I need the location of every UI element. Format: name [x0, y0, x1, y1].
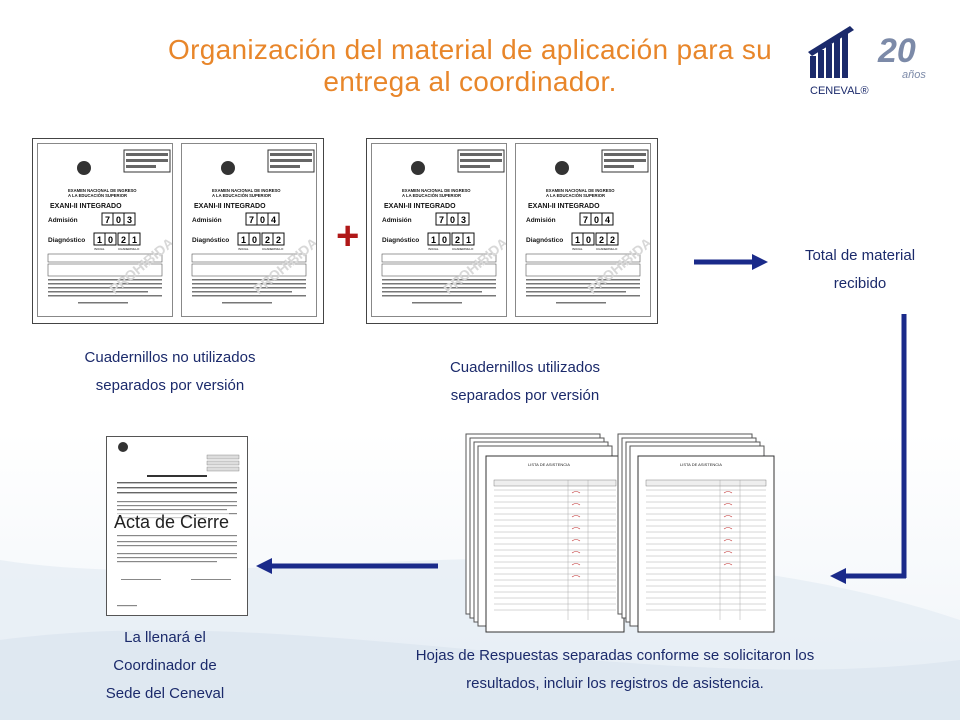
slide-title: Organización del material de aplicación …	[120, 34, 820, 98]
answer-sheets-image: LISTA DE ASISTENCIA LISTA DE ASISTENCIA	[465, 433, 775, 633]
svg-text:1: 1	[466, 235, 471, 245]
caption-answer-sheets: Hojas de Respuestas separadas conforme s…	[415, 647, 815, 692]
svg-text:INICIAL: INICIAL	[238, 247, 249, 251]
arrow-down-left-icon	[830, 314, 907, 584]
svg-text:1: 1	[241, 235, 246, 245]
svg-text:EXANI-II INTEGRADO: EXANI-II INTEGRADO	[384, 203, 456, 210]
svg-text:0: 0	[116, 215, 121, 225]
svg-text:2: 2	[599, 235, 604, 245]
svg-text:A LA EDUCACIÓN SUPERIOR: A LA EDUCACIÓN SUPERIOR	[546, 193, 605, 198]
booklet-logo-icon	[77, 161, 91, 175]
svg-text:0: 0	[260, 215, 265, 225]
svg-text:Diagnóstico: Diagnóstico	[382, 237, 419, 244]
svg-text:INICIAL: INICIAL	[428, 247, 439, 251]
ceneval-emblem-icon	[808, 26, 854, 78]
svg-text:EXANI-II INTEGRADO: EXANI-II INTEGRADO	[194, 203, 266, 210]
title-line-2: entrega al coordinador.	[323, 66, 617, 97]
svg-text:7: 7	[583, 215, 588, 225]
booklet-logo-icon	[555, 161, 569, 175]
svg-text:4: 4	[271, 215, 276, 225]
svg-text:LISTA DE ASISTENCIA: LISTA DE ASISTENCIA	[680, 462, 722, 467]
svg-text:EXAMEN NACIONAL DE INGRESO: EXAMEN NACIONAL DE INGRESO	[212, 188, 281, 193]
svg-text:A LA EDUCACIÓN SUPERIOR: A LA EDUCACIÓN SUPERIOR	[402, 193, 461, 198]
anniversary-number: 20	[877, 32, 916, 70]
svg-text:Admisión: Admisión	[526, 217, 556, 224]
caption-coordinator: La llenará el Coordinador de Sede del Ce…	[105, 629, 225, 702]
answer-sheet-stack-left: LISTA DE ASISTENCIA	[465, 433, 625, 633]
caption-used-booklets: Cuadernillos utilizados separados por ve…	[449, 359, 601, 404]
caption-unused-booklets: Cuadernillos no utilizados separados por…	[84, 349, 256, 394]
svg-text:1: 1	[97, 235, 102, 245]
svg-text:7: 7	[105, 215, 110, 225]
svg-text:7: 7	[439, 215, 444, 225]
anniversary-sub: años	[902, 69, 926, 81]
booklet-version-b: EXAMEN NACIONAL DE INGRESO A LA EDUCACIÓ…	[515, 143, 655, 317]
booklet-logo-icon	[411, 161, 425, 175]
svg-text:Admisión: Admisión	[382, 217, 412, 224]
svg-text:EXAMEN NACIONAL DE INGRESO: EXAMEN NACIONAL DE INGRESO	[546, 188, 615, 193]
document-logo-icon	[118, 442, 128, 452]
svg-text:Admisión: Admisión	[192, 217, 222, 224]
svg-text:4: 4	[605, 215, 610, 225]
svg-text:Admisión: Admisión	[48, 217, 78, 224]
svg-text:INICIAL: INICIAL	[572, 247, 583, 251]
svg-text:1: 1	[575, 235, 580, 245]
acta-de-cierre-label: Acta de Cierre	[114, 512, 230, 533]
svg-text:0: 0	[442, 235, 447, 245]
svg-text:1: 1	[431, 235, 436, 245]
svg-text:EXAMEN NACIONAL DE INGRESO: EXAMEN NACIONAL DE INGRESO	[68, 188, 137, 193]
booklet-version-b: EXAMEN NACIONAL DE INGRESO A LA EDUCACIÓ…	[181, 143, 321, 317]
caption-total-material: Total de material recibido	[804, 247, 916, 292]
booklet-version-a: EXAMEN NACIONAL DE INGRESO A LA EDUCACIÓ…	[371, 143, 511, 317]
svg-text:A LA EDUCACIÓN SUPERIOR: A LA EDUCACIÓN SUPERIOR	[68, 193, 127, 198]
ceneval-logo: 20 años CENEVAL®	[808, 26, 926, 97]
answer-sheet-stack-right: LISTA DE ASISTENCIA	[617, 433, 775, 633]
unused-booklets-image: EXAMEN NACIONAL DE INGRESO A LA EDUCACIÓ…	[32, 138, 324, 324]
svg-text:Diagnóstico: Diagnóstico	[48, 237, 85, 244]
svg-text:CUADERNILLO: CUADERNILLO	[452, 247, 474, 251]
svg-text:EXANI-II INTEGRADO: EXANI-II INTEGRADO	[50, 203, 122, 210]
svg-text:0: 0	[108, 235, 113, 245]
svg-text:0: 0	[450, 215, 455, 225]
used-booklets-image: EXAMEN NACIONAL DE INGRESO A LA EDUCACIÓ…	[366, 138, 658, 324]
svg-text:3: 3	[461, 215, 466, 225]
arrow-right-icon	[694, 254, 768, 270]
svg-text:CUADERNILLO: CUADERNILLO	[262, 247, 284, 251]
booklet-version-a: EXAMEN NACIONAL DE INGRESO A LA EDUCACIÓ…	[37, 143, 177, 317]
svg-text:0: 0	[594, 215, 599, 225]
svg-text:CUADERNILLO: CUADERNILLO	[118, 247, 140, 251]
svg-text:Diagnóstico: Diagnóstico	[192, 237, 229, 244]
svg-text:0: 0	[586, 235, 591, 245]
svg-text:INICIAL: INICIAL	[94, 247, 105, 251]
brand-name: CENEVAL®	[810, 85, 869, 97]
plus-sign: +	[336, 214, 360, 258]
svg-text:3: 3	[127, 215, 132, 225]
svg-text:2: 2	[276, 235, 281, 245]
svg-text:7: 7	[249, 215, 254, 225]
svg-text:Diagnóstico: Diagnóstico	[526, 237, 563, 244]
svg-text:EXANI-II INTEGRADO: EXANI-II INTEGRADO	[528, 203, 600, 210]
svg-text:1: 1	[132, 235, 137, 245]
svg-text:2: 2	[265, 235, 270, 245]
svg-text:LISTA DE ASISTENCIA: LISTA DE ASISTENCIA	[528, 462, 570, 467]
svg-text:CUADERNILLO: CUADERNILLO	[596, 247, 618, 251]
svg-text:2: 2	[121, 235, 126, 245]
svg-text:2: 2	[610, 235, 615, 245]
arrow-left-icon	[256, 558, 438, 574]
svg-text:A LA EDUCACIÓN SUPERIOR: A LA EDUCACIÓN SUPERIOR	[212, 193, 271, 198]
booklet-logo-icon	[221, 161, 235, 175]
title-line-1: Organización del material de aplicación …	[168, 34, 772, 65]
svg-text:EXAMEN NACIONAL DE INGRESO: EXAMEN NACIONAL DE INGRESO	[402, 188, 471, 193]
svg-text:2: 2	[455, 235, 460, 245]
svg-text:0: 0	[252, 235, 257, 245]
